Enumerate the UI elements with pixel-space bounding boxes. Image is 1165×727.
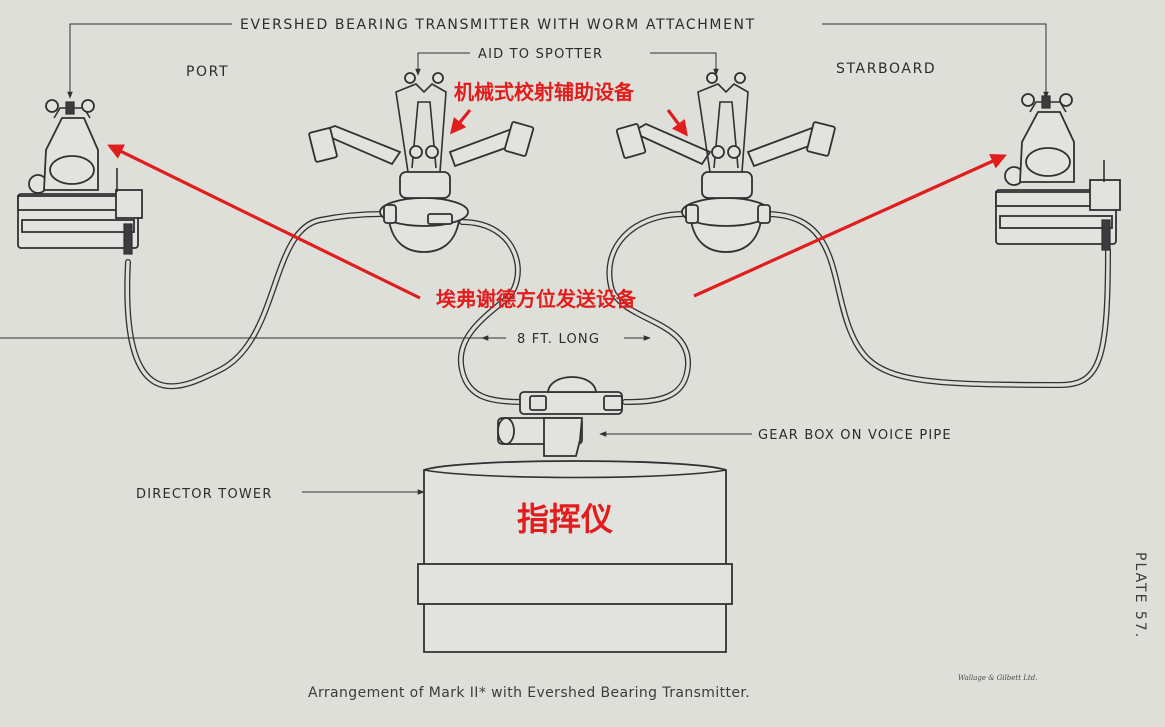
gear-box-label: GEAR BOX ON VOICE PIPE [758, 428, 952, 443]
port-label: PORT [186, 64, 229, 80]
gear-box-assembly [497, 376, 752, 457]
director-annotation: 指挥仪 [517, 500, 613, 538]
starboard-evershed-transmitter [995, 93, 1121, 251]
plate-number: PLATE 57. [1132, 552, 1148, 639]
evershed-leader-lines [67, 23, 1049, 99]
director-tower [302, 460, 733, 653]
starboard-label: STARBOARD [836, 61, 936, 77]
starboard-aid-to-spotter-assembly [615, 72, 836, 253]
annotation-arrows [107, 108, 1007, 300]
printer-credit: Wallage & Gilbett Ltd. [958, 674, 1037, 682]
aid-to-spotter-label: AID TO SPOTTER [478, 47, 603, 62]
evershed-transmitter-label: EVERSHED BEARING TRANSMITTER WITH WORM A… [240, 17, 756, 33]
aid-to-spotter-leader-lines [415, 52, 719, 76]
figure-caption: Arrangement of Mark II* with Evershed Be… [308, 685, 750, 701]
connecting-pipes [124, 211, 1111, 405]
length-label: 8 FT. LONG [517, 332, 600, 347]
port-evershed-transmitter [17, 99, 143, 255]
port-aid-to-spotter-assembly [308, 72, 535, 253]
spotter-aid-annotation: 机械式校射辅助设备 [454, 80, 635, 104]
director-tower-label: DIRECTOR TOWER [136, 487, 273, 502]
transmitter-annotation: 埃弗谢德方位发送设备 [436, 287, 637, 311]
